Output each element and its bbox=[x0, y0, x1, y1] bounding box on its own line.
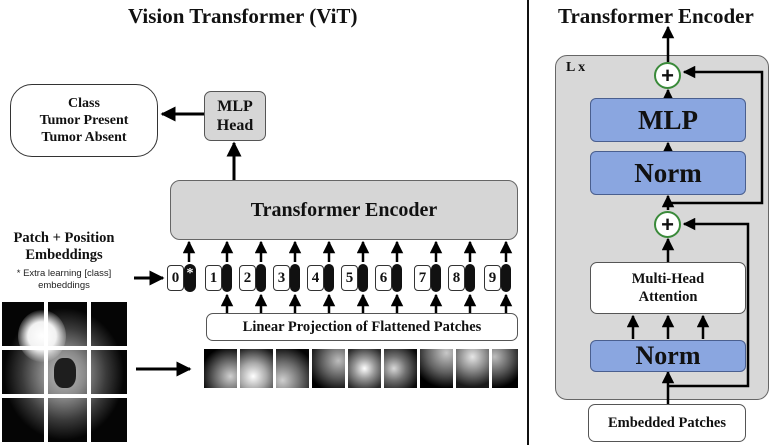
patch-4 bbox=[312, 349, 345, 388]
token-6-number: 6 bbox=[375, 265, 392, 291]
repeat-label: L x bbox=[566, 60, 586, 75]
patch-8 bbox=[456, 349, 489, 388]
token-8-number: 8 bbox=[448, 265, 465, 291]
token-8-pill bbox=[465, 264, 475, 292]
token-5-pill bbox=[358, 264, 368, 292]
tumor-present-label: Tumor Present bbox=[39, 113, 129, 128]
norm-block-top: Norm bbox=[590, 151, 746, 195]
extra-note-line1: * Extra learning [class] bbox=[16, 268, 112, 279]
transformer-encoder-box: Transformer Encoder bbox=[170, 180, 518, 240]
patch-position-line2: Embeddings bbox=[25, 247, 103, 263]
token-3-pill bbox=[290, 264, 300, 292]
mlp-head-box: MLP Head bbox=[204, 91, 266, 141]
mlp-head-line2: Head bbox=[216, 117, 254, 134]
patch-position-line1: Patch + Position bbox=[13, 230, 115, 246]
token-7-number: 7 bbox=[414, 265, 431, 291]
patch-position-label: Patch + Position Embeddings bbox=[2, 230, 126, 264]
attention-line2: Attention bbox=[638, 289, 698, 305]
token-0-number: 0 bbox=[167, 265, 184, 291]
norm-block-bottom: Norm bbox=[590, 340, 746, 372]
patch-6 bbox=[384, 349, 417, 388]
token-3-number: 3 bbox=[273, 265, 290, 291]
class-label: Class bbox=[68, 96, 100, 111]
token-9-number: 9 bbox=[484, 265, 501, 291]
class-token-mark: * bbox=[186, 266, 194, 281]
token-4-pill bbox=[324, 264, 334, 292]
mlp-head-line1: MLP bbox=[217, 98, 253, 115]
linear-projection-box: Linear Projection of Flattened Patches bbox=[206, 313, 518, 341]
patch-7 bbox=[420, 349, 453, 388]
patch-9 bbox=[492, 349, 518, 388]
token-1-pill bbox=[222, 264, 232, 292]
mri-scan-image bbox=[2, 302, 127, 442]
multi-head-attention-block: Multi-Head Attention bbox=[590, 262, 746, 314]
extra-note-line2: embeddings bbox=[38, 280, 90, 291]
embedded-patches-box: Embedded Patches bbox=[588, 404, 746, 442]
flattened-patches-strip bbox=[204, 349, 518, 388]
extra-class-note: * Extra learning [class] embeddings bbox=[0, 268, 128, 292]
token-5-number: 5 bbox=[341, 265, 358, 291]
vit-title: Vision Transformer (ViT) bbox=[128, 4, 358, 28]
patch-5 bbox=[348, 349, 381, 388]
token-4-number: 4 bbox=[307, 265, 324, 291]
residual-add-top: + bbox=[654, 62, 681, 89]
class-token-pill: * bbox=[184, 264, 196, 292]
patch-2 bbox=[240, 349, 273, 388]
token-9-pill bbox=[501, 264, 511, 292]
tumor-absent-label: Tumor Absent bbox=[41, 130, 127, 145]
attention-line1: Multi-Head bbox=[631, 271, 705, 287]
token-7-pill bbox=[431, 264, 441, 292]
patch-1 bbox=[204, 349, 237, 388]
patch-3 bbox=[276, 349, 309, 388]
token-1-number: 1 bbox=[205, 265, 222, 291]
token-6-pill bbox=[392, 264, 402, 292]
class-output-box: Class Tumor Present Tumor Absent bbox=[10, 84, 158, 157]
token-2-pill bbox=[256, 264, 266, 292]
encoder-title: Transformer Encoder bbox=[558, 4, 754, 28]
token-2-number: 2 bbox=[239, 265, 256, 291]
residual-add-bottom: + bbox=[654, 211, 681, 238]
mlp-block: MLP bbox=[590, 98, 746, 142]
